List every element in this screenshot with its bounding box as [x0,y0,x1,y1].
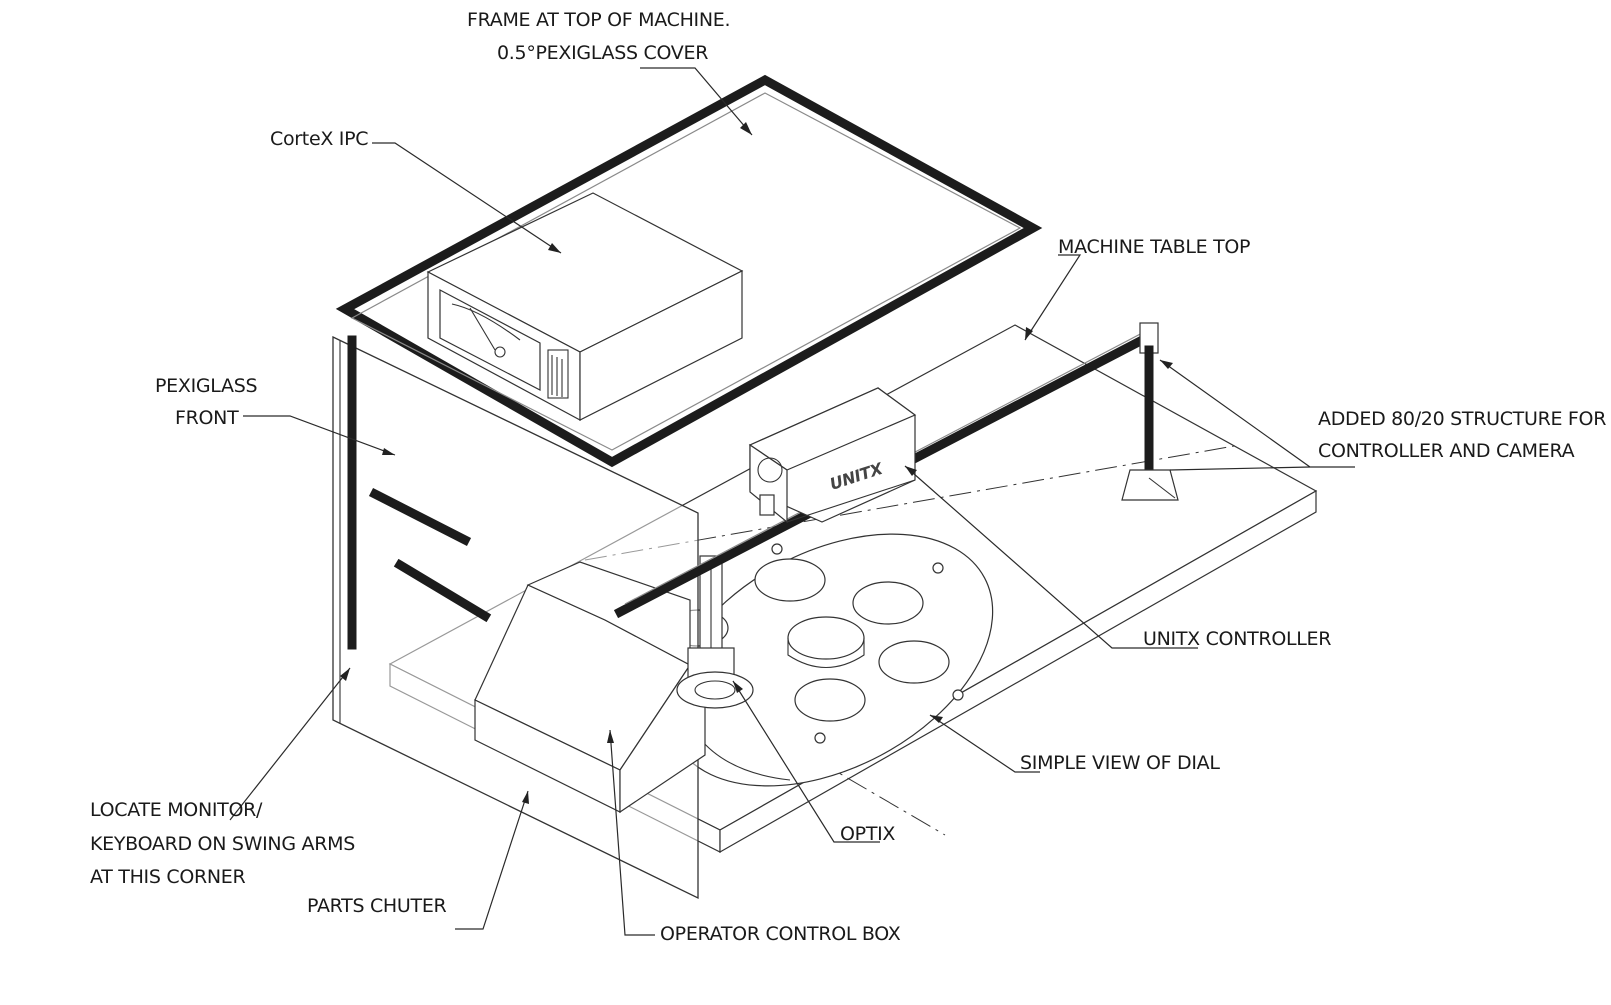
label-front: FRONT [175,407,239,429]
operator-control-box [474,561,706,814]
label-simple-view-dial: SIMPLE VIEW OF DIAL [1020,752,1220,774]
label-added-structure-line1: ADDED 80/20 STRUCTURE FOR [1318,408,1606,430]
label-parts-chuter: PARTS CHUTER [307,895,447,917]
cortex-ipc [426,192,744,422]
label-locate-monitor-line2: KEYBOARD ON SWING ARMS [90,833,355,855]
label-locate-monitor-line3: AT THIS CORNER [90,866,246,888]
optix-assembly [676,555,754,709]
top-frame [335,74,1043,468]
leader-lines [229,67,1355,936]
label-pexiglass: PEXIGLASS [155,375,257,397]
label-machine-table-top: MACHINE TABLE TOP [1058,236,1250,258]
label-locate-monitor-line1: LOCATE MONITOR/ [90,799,263,821]
label-frame-top: FRAME AT TOP OF MACHINE. [467,9,730,31]
callout-labels: FRAME AT TOP OF MACHINE. 0.5°PEXIGLASS C… [90,9,1607,945]
label-pexiglass-cover: 0.5°PEXIGLASS COVER [497,42,708,64]
label-cortex-ipc: CorteX IPC [270,128,368,150]
label-optix: OPTIX [840,823,895,845]
unitx-controller-box: UNITX [748,387,917,524]
label-added-structure-line2: CONTROLLER AND CAMERA [1318,440,1575,462]
label-unitx-controller: UNITX CONTROLLER [1143,628,1331,650]
label-operator-control-box: OPERATOR CONTROL BOX [660,923,901,945]
